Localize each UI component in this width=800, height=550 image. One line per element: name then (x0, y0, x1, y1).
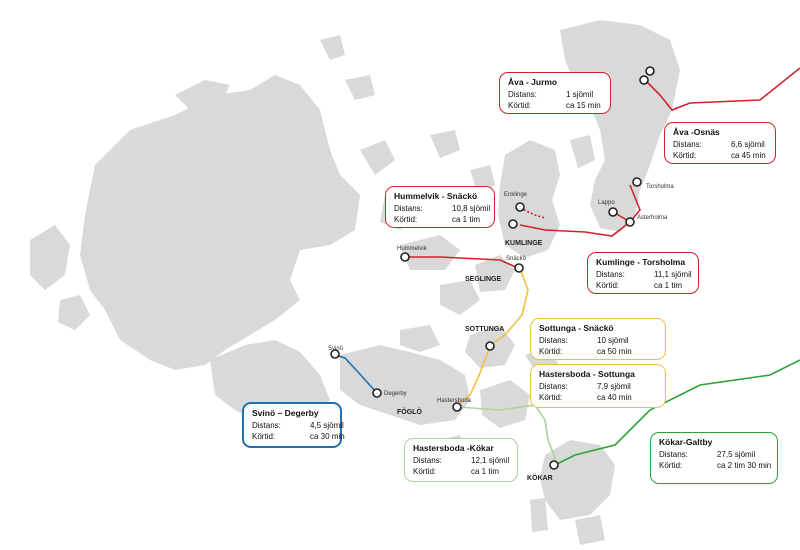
distance-value: 4,5 sjömil (310, 421, 344, 430)
distance-label: Distans: (508, 90, 537, 99)
ferry-stops (330, 66, 655, 470)
label-foglo: FÖGLÖ (397, 407, 422, 416)
distance-label: Distans: (659, 450, 688, 459)
stop-asterholma (625, 217, 635, 227)
distance-label: Distans: (539, 336, 568, 345)
distance-value: 12,1 sjömil (471, 456, 510, 465)
label-kumlinge: KUMLINGE (505, 240, 543, 247)
distance-value: 10 sjömil (597, 336, 629, 345)
route-title: Hastersboda -Kökar (413, 443, 494, 453)
route-hastersboda-kokar (457, 404, 556, 466)
time-value: ca 1 tim (452, 215, 481, 224)
time-value: ca 50 min (597, 347, 632, 356)
time-label: Körtid: (413, 467, 437, 476)
time-label: Körtid: (252, 432, 276, 441)
route-title: Åva -Osnäs (673, 127, 720, 137)
stop-hastersboda (452, 402, 462, 412)
place-labels: Svinö Degerby FÖGLÖ Hastersboda Hummelvi… (328, 184, 674, 482)
stop-lappo (608, 207, 618, 217)
stop-ava-1 (645, 66, 655, 76)
label-hastersboda: Hastersboda (437, 398, 472, 404)
route-title: Kökar-Galtby (659, 437, 713, 447)
distance-value: 10,8 sjömil (452, 204, 491, 213)
ferry-routes (334, 67, 800, 466)
route-title: Hummelvik - Snäckö (394, 191, 478, 201)
route-info-svino-degerby: Svinö – Degerby Distans: 4,5 sjömil Körti… (242, 402, 345, 448)
stop-snacko (514, 263, 524, 273)
distance-label: Distans: (596, 270, 625, 279)
label-enklinge: Enklinge (504, 192, 528, 198)
label-snacko: Snäckö (506, 256, 527, 262)
time-value: ca 1 tim (654, 281, 683, 290)
distance-value: 6,6 sjömil (731, 140, 765, 149)
route-info-ava-jurmo: Åva - Jurmo Distans: 1 sjömil Körtid: ca 1… (499, 72, 611, 114)
stop-kumlinge (508, 219, 518, 229)
time-value: ca 30 min (310, 432, 345, 441)
route-info-kumlinge-torsholma: Kumlinge - Torsholma Distans: 11,1 sjömil… (587, 252, 699, 294)
stop-degerby (372, 388, 382, 398)
time-value: ca 40 min (597, 393, 632, 402)
route-title: Kumlinge - Torsholma (596, 257, 686, 267)
route-enklinge-kumlinge (519, 207, 546, 219)
time-label: Körtid: (394, 215, 418, 224)
route-info-hastersboda-kokar: Hastersboda -Kökar Distans: 12,1 sjömil K… (404, 438, 518, 482)
route-hastersboda-sottunga (457, 346, 491, 406)
time-label: Körtid: (539, 347, 563, 356)
route-ava-osnas (644, 67, 800, 111)
route-info-sottunga-snacko: Sottunga - Snäckö Distans: 10 sjömil Kört… (530, 318, 666, 360)
distance-value: 11,1 sjömil (654, 270, 692, 279)
label-asterholma: Asterholma (637, 215, 668, 221)
route-info-hastersboda-sottunga: Hastersboda - Sottunga Distans: 7,9 sjömi… (530, 364, 666, 408)
label-sottunga: SOTTUNGA (465, 326, 504, 333)
distance-label: Distans: (673, 140, 702, 149)
route-title: Hastersboda - Sottunga (539, 369, 635, 379)
time-value: ca 45 min (731, 151, 766, 160)
distance-value: 7,9 sjömil (597, 382, 631, 391)
distance-label: Distans: (539, 382, 568, 391)
stop-hummelvik (400, 252, 410, 262)
stop-torsholma (632, 177, 642, 187)
time-value: ca 2 tim 30 min (717, 461, 772, 470)
time-label: Körtid: (596, 281, 620, 290)
time-label: Körtid: (659, 461, 683, 470)
stop-sottunga (485, 341, 495, 351)
distance-label: Distans: (394, 204, 423, 213)
distance-label: Distans: (413, 456, 442, 465)
route-info-hummelvik-snacko: Hummelvik - Snäckö Distans: 10,8 sjömil K… (385, 186, 495, 228)
time-label: Körtid: (508, 101, 532, 110)
time-label: Körtid: (539, 393, 563, 402)
distance-value: 27,5 sjömil (717, 450, 756, 459)
route-info-ava-osnas: Åva -Osnäs Distans: 6,6 sjömil Körtid: ca … (664, 122, 776, 164)
stop-svino (330, 349, 340, 359)
time-value: ca 1 tim (471, 467, 500, 476)
route-hummelvik-snacko (405, 256, 519, 269)
route-title: Åva - Jurmo (508, 77, 558, 87)
route-kumlinge-torsholma (519, 184, 641, 237)
label-lappo: Lappo (598, 200, 615, 206)
stop-enklinge (515, 202, 525, 212)
distance-value: 1 sjömil (566, 90, 594, 99)
route-kokar-galtby (554, 359, 800, 466)
label-torsholma: Torsholma (646, 184, 674, 190)
label-hummelvik: Hummelvik (397, 246, 428, 252)
label-seglinge: SEGLINGE (465, 276, 502, 283)
label-degerby: Degerby (384, 391, 407, 397)
stop-ava-2 (639, 75, 649, 85)
stop-kokar (549, 460, 559, 470)
time-value: ca 15 min (566, 101, 601, 110)
label-svino: Svinö (328, 346, 344, 352)
time-label: Körtid: (673, 151, 697, 160)
route-info-kokar-galtby: Kökar-Galtby Distans: 27,5 sjömil Körtid:… (650, 432, 778, 484)
route-title: Sottunga - Snäckö (539, 323, 614, 333)
label-kokar: KÖKAR (527, 473, 553, 482)
route-sottunga-snacko (489, 267, 529, 346)
route-title: Svinö – Degerby (252, 408, 319, 418)
route-svino-degerby (334, 354, 377, 393)
distance-label: Distans: (252, 421, 281, 430)
